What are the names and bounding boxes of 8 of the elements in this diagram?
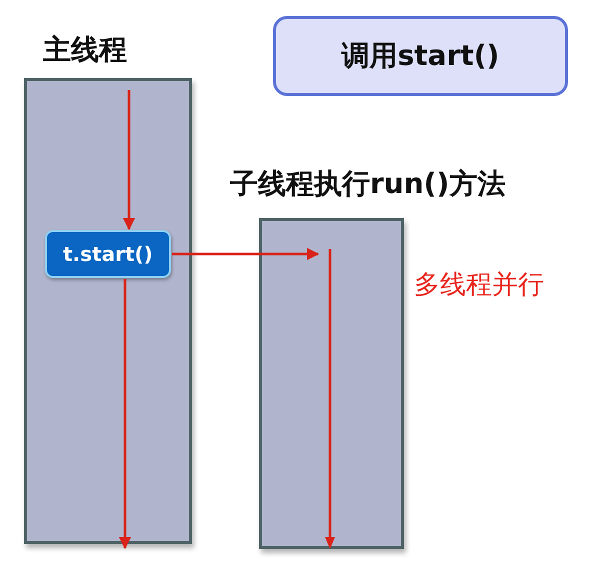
thread-heading: 主线程: [43, 32, 127, 68]
arrow: [122, 90, 136, 230]
note-text: 多线程并行: [414, 269, 544, 302]
thread-heading: 子线程执行run()方法: [230, 166, 506, 202]
arrow: [172, 248, 320, 260]
method-call-box: t.start(): [45, 230, 171, 278]
title-box: 调用start(): [273, 16, 568, 96]
arrow: [118, 279, 132, 550]
